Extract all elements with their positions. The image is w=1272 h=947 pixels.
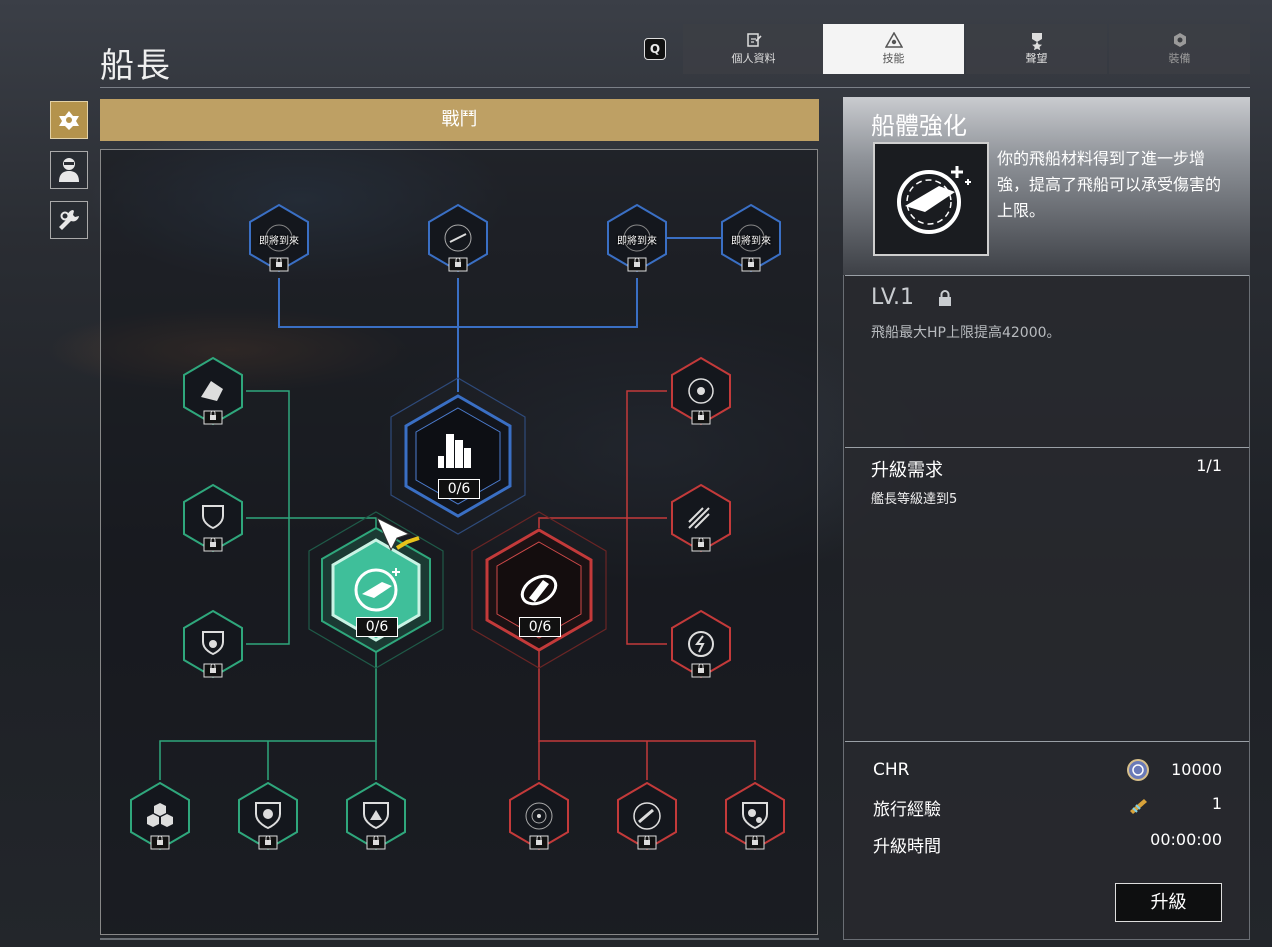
- wrench-icon: [59, 210, 79, 230]
- coming-soon-label: 即將到來: [731, 236, 771, 247]
- skill-node-red-bottom-2: [617, 781, 677, 851]
- skill-node-red-bottom-1: [509, 781, 569, 851]
- coming-soon-label: 即將到來: [617, 236, 657, 247]
- skill-node-red-1: [671, 356, 731, 426]
- skill-level: LV.1: [871, 285, 915, 310]
- skill-progress-red: 0/6: [519, 617, 561, 637]
- tab-skills[interactable]: 技能: [823, 24, 964, 74]
- sidebar-item-combat[interactable]: [50, 101, 88, 139]
- cost-value-chr: 10000: [1171, 760, 1222, 779]
- skill-node-top-1: [249, 203, 309, 273]
- skill-node-red-core: [471, 511, 607, 669]
- skill-node-green-2: [183, 483, 243, 553]
- skill-tree-panel: 即將到來 即將到來 即將到來 0/6 0/6 0/6: [100, 149, 818, 935]
- skill-node-green-core-button[interactable]: [324, 530, 428, 650]
- cost-value-travel-exp: 1: [1211, 794, 1222, 813]
- header-divider: [100, 87, 1250, 88]
- sidebar-item-crew[interactable]: [50, 151, 88, 189]
- prev-tab-key-hint: Q: [644, 38, 666, 60]
- mouse-cursor-icon: [375, 516, 420, 552]
- skill-node-green-1: [183, 356, 243, 426]
- tab-profile-label: 個人資料: [731, 52, 776, 65]
- skill-node-green-bottom-2: [238, 781, 298, 851]
- tab-profile[interactable]: 個人資料: [683, 24, 824, 74]
- skill-progress-blue: 0/6: [438, 479, 480, 499]
- skill-tree-connectors: [130, 203, 785, 851]
- skill-node-red-3: [671, 609, 731, 679]
- skill-node-top-4: [721, 203, 781, 273]
- sidebar-item-engineering[interactable]: [50, 201, 88, 239]
- tree-bottom-divider: [100, 938, 819, 940]
- skill-node-red-bottom-3: [725, 781, 785, 851]
- coming-soon-label: 即將到來: [259, 236, 299, 247]
- requirements-title: 升級需求: [871, 460, 943, 481]
- detail-divider: [845, 275, 1249, 276]
- skill-node-top-3: [607, 203, 667, 273]
- skill-node-green-bottom-1: [130, 781, 190, 851]
- tab-reputation[interactable]: 聲望: [966, 24, 1107, 74]
- skill-category-bar: 戰鬥: [100, 99, 819, 141]
- skill-description: 你的飛船材料得到了進一步增強，提高了飛船可以承受傷害的上限。: [997, 149, 1222, 220]
- requirement-item: 艦長等級達到5: [871, 492, 958, 507]
- skill-icon-frame: [873, 142, 989, 256]
- cost-label-upgrade-time: 升級時間: [873, 837, 941, 857]
- skill-node-top-2: [428, 203, 488, 273]
- skill-node-green-3: [183, 609, 243, 679]
- skill-name: 船體強化: [871, 112, 967, 140]
- coin-icon: [1127, 759, 1149, 785]
- requirements-count: 1/1: [1196, 456, 1222, 475]
- skill-progress-green: 0/6: [356, 617, 398, 637]
- skill-node-blue-core-button[interactable]: [406, 396, 510, 516]
- upgrade-button[interactable]: 升級: [1115, 883, 1222, 922]
- gear-icon: [1109, 32, 1250, 50]
- exp-icon: [1127, 794, 1149, 820]
- skill-node-green-core: [308, 511, 444, 669]
- level-effect: 飛船最大HP上限提高42000。: [871, 325, 1061, 341]
- lock-icon: [938, 290, 952, 310]
- skill-icon: [823, 31, 964, 50]
- detail-divider: [845, 447, 1249, 448]
- skill-node-red-2: [671, 483, 731, 553]
- tab-skills-label: 技能: [882, 52, 905, 65]
- skill-node-green-bottom-3: [346, 781, 406, 851]
- cost-label-travel-exp: 旅行經驗: [873, 800, 941, 820]
- cost-value-upgrade-time: 00:00:00: [1150, 830, 1222, 849]
- cost-label-chr: CHR: [873, 760, 910, 780]
- page-title: 船長: [100, 46, 172, 86]
- detail-divider: [845, 741, 1249, 742]
- combat-icon: [59, 111, 79, 130]
- skill-node-red-core-button[interactable]: [487, 530, 591, 650]
- edit-icon: [683, 32, 824, 50]
- crew-icon: [59, 158, 79, 182]
- tab-reputation-label: 聲望: [1025, 52, 1048, 65]
- medal-icon: [966, 32, 1107, 51]
- hull-reinforce-icon: [897, 166, 971, 234]
- tab-equipment[interactable]: 裝備: [1109, 24, 1250, 74]
- tab-equipment-label: 裝備: [1168, 52, 1191, 65]
